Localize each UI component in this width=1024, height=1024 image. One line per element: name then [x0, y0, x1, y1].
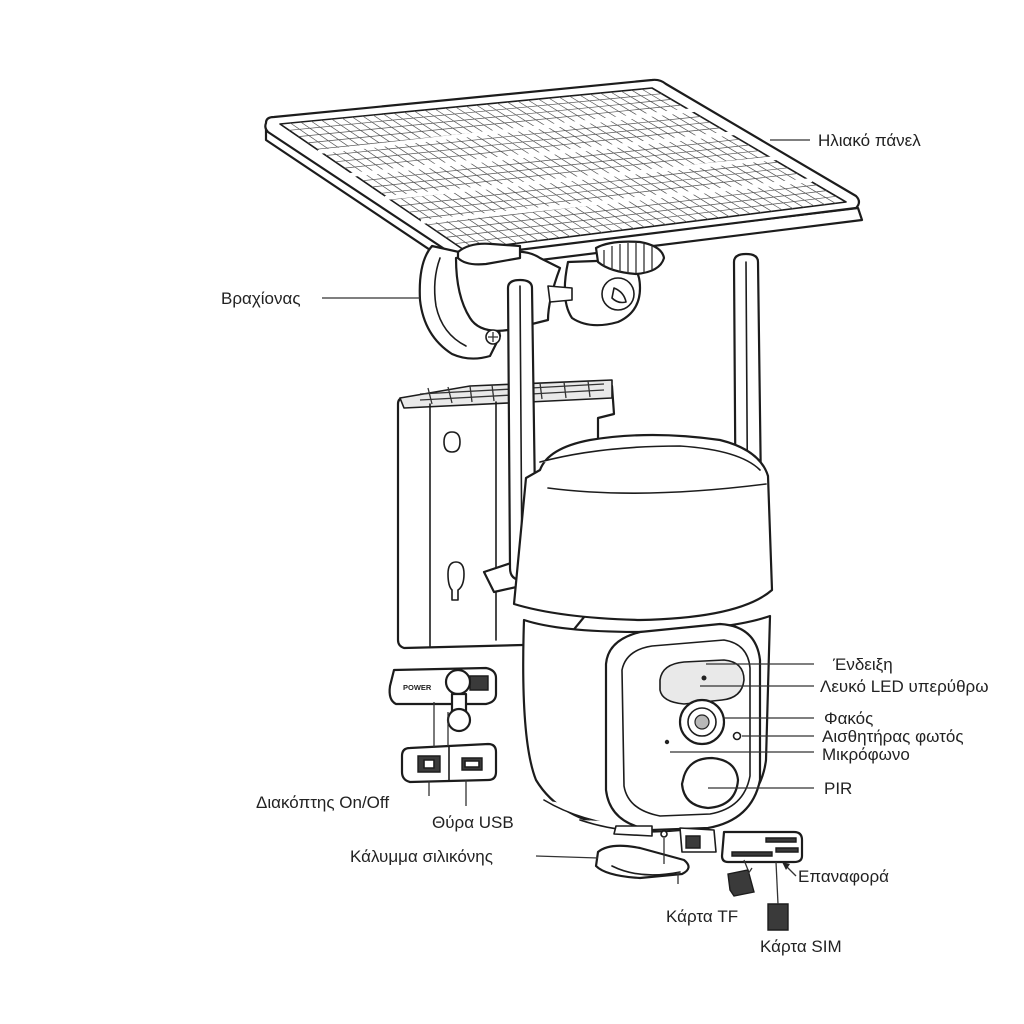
- label-silicone-cover: Κάλυμμα σιλικόνης: [350, 847, 493, 866]
- callout-lines: [322, 139, 814, 859]
- label-lens: Φακός: [824, 709, 873, 728]
- label-light-sensor: Αισθητήρας φωτός: [822, 727, 964, 746]
- label-power-switch: Διακόπτης On/Off: [256, 793, 389, 812]
- label-bracket: Βραχίονας: [221, 289, 301, 308]
- label-microphone: Μικρόφωνο: [822, 745, 910, 764]
- label-sim-card: Κάρτα SIM: [760, 937, 842, 956]
- label-indicator: Ένδειξη: [832, 655, 893, 674]
- power-usb-area: POWER: [388, 666, 498, 806]
- camera-body: [512, 433, 774, 853]
- power-tag: POWER: [403, 683, 432, 692]
- label-ir-led: Λευκό LED υπερύθρω: [820, 677, 988, 696]
- label-solar-panel: Ηλιακό πάνελ: [818, 131, 921, 150]
- label-pir: PIR: [824, 779, 852, 798]
- card-slot-area: [594, 830, 804, 931]
- solar-panel: [264, 78, 864, 272]
- bracket: [418, 240, 666, 360]
- label-tf-card: Κάρτα TF: [666, 907, 738, 926]
- labels: Ηλιακό πάνελ Βραχίονας Ένδειξη Λευκό LED…: [221, 131, 988, 956]
- label-usb-port: Θύρα USB: [432, 813, 514, 832]
- label-reset: Επαναφορά: [798, 867, 889, 886]
